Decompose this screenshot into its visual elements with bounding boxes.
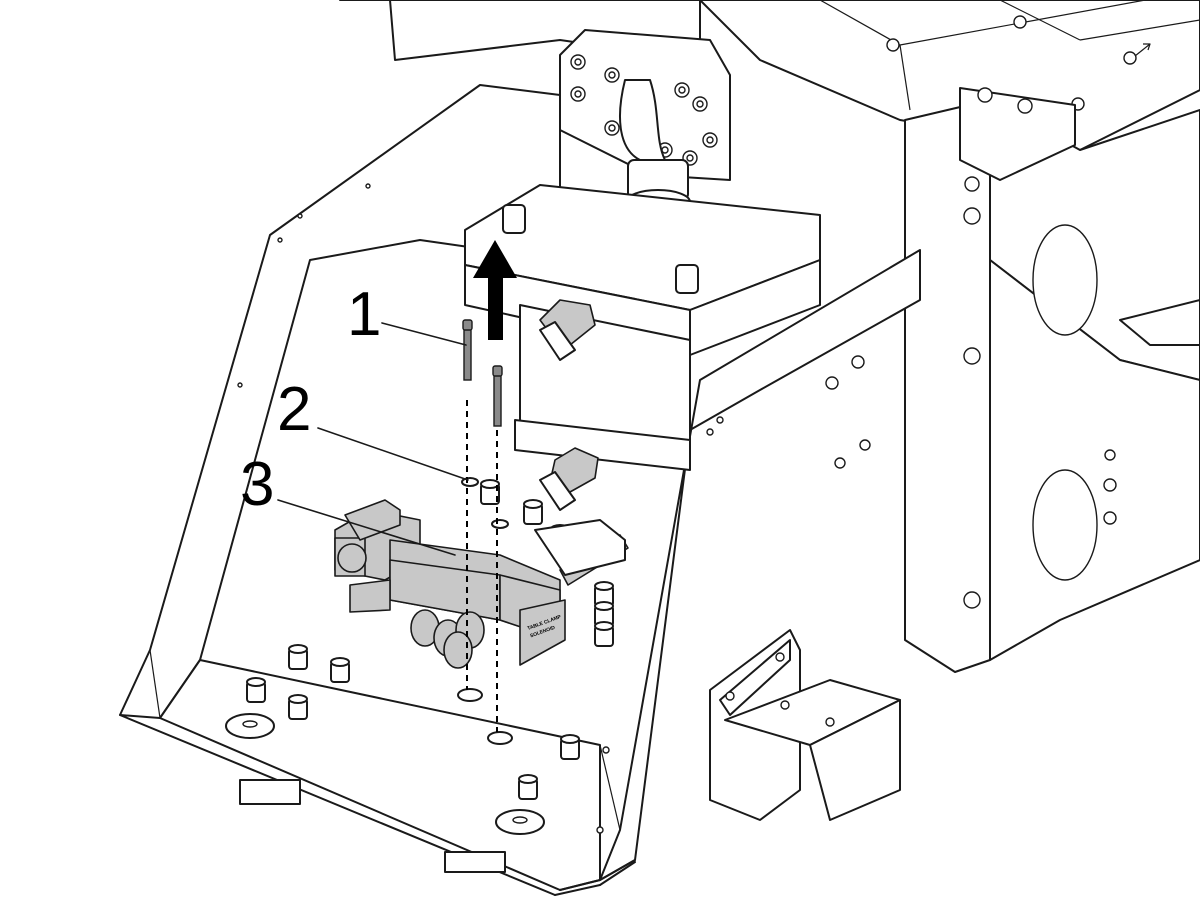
callout-1: 1 [347, 280, 467, 349]
air-fitting [560, 734, 580, 760]
right-casting [904, 87, 1200, 673]
removal-arrow [473, 240, 517, 340]
air-fitting [594, 621, 614, 647]
air-fitting [330, 657, 350, 683]
bolt-socket [608, 124, 616, 132]
bolt-socket [574, 58, 582, 66]
solenoid-valve: TABLE CLAMP SOLENOID [334, 499, 629, 669]
callout-1-number: 1 [347, 280, 381, 349]
floor-washer-hole [512, 816, 528, 824]
callout-3: 3 [240, 450, 456, 556]
air-fitting [523, 499, 543, 525]
mount-hole-1 [457, 688, 483, 702]
callout-2: 2 [277, 375, 469, 481]
air-fitting [518, 774, 538, 800]
air-fitting [594, 601, 614, 627]
bracket [709, 629, 901, 821]
air-fitting [246, 677, 266, 703]
air-fitting [288, 694, 308, 720]
cylinder-mount-plate [559, 29, 731, 215]
bolt-socket [574, 90, 582, 98]
enclosure [119, 0, 921, 896]
bolt-socket [706, 136, 714, 144]
callout-2-number: 2 [277, 375, 311, 444]
bolt-socket [678, 86, 686, 94]
mount-hole-2 [487, 731, 513, 745]
mounting-screws [462, 319, 503, 427]
bolt-socket [696, 100, 704, 108]
cylinder-block [464, 184, 821, 511]
bolt-socket [686, 154, 694, 162]
washer-2 [491, 519, 509, 529]
bolt-socket [608, 71, 616, 79]
floor-washer-hole [242, 720, 258, 728]
air-fitting [288, 644, 308, 670]
callout-3-number: 3 [240, 450, 274, 519]
air-fitting [480, 479, 500, 505]
